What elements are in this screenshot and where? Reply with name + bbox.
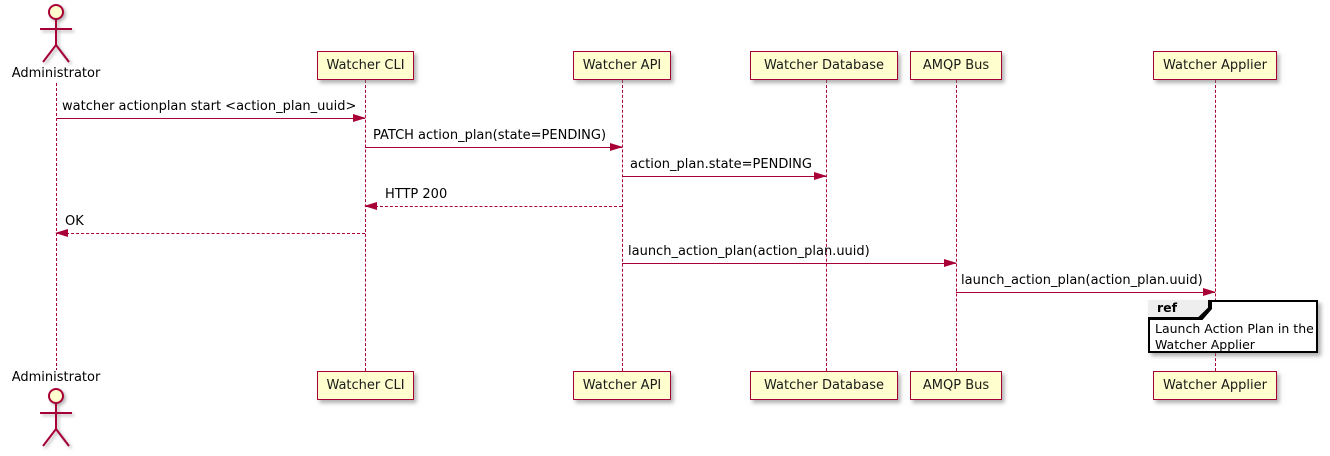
ref-tab: ref [1148,300,1212,320]
message-label: launch_action_plan(action_plan.uuid) [628,244,870,259]
participant-watcher-api-top: Watcher API [573,51,671,80]
message-label: action_plan.state=PENDING [630,157,812,172]
message-line [956,292,1215,293]
message-line [56,233,365,234]
actor-administrator-icon-bottom [40,388,72,447]
message-line [365,147,622,148]
lifeline-watcher-api [622,80,623,371]
participant-watcher-cli-bottom: Watcher CLI [317,371,414,400]
participant-watcher-applier-bottom: Watcher Applier [1153,371,1277,400]
actor-administrator-icon [40,4,72,63]
message-label: PATCH action_plan(state=PENDING) [373,128,607,143]
participant-amqp-bus-top: AMQP Bus [910,51,1002,80]
actor-administrator-label-top: Administrator [0,66,112,81]
lifeline-watcher-applier [1215,80,1216,371]
lifeline-watcher-cli [365,80,366,371]
message-label: watcher actionplan start <action_plan_uu… [62,99,357,114]
message-label: HTTP 200 [385,187,448,202]
arrowhead-icon [944,259,957,267]
participant-watcher-api-bottom: Watcher API [573,371,671,400]
participant-watcher-applier-top: Watcher Applier [1153,51,1277,80]
message-line [622,263,956,264]
arrowhead-icon [814,172,827,180]
participant-amqp-bus-bottom: AMQP Bus [910,371,1002,400]
message-line [622,176,826,177]
arrowhead-icon [1203,288,1216,296]
participant-watcher-database-top: Watcher Database [750,51,898,80]
message-label: OK [65,214,84,229]
lifeline-amqp-bus [956,80,957,371]
ref-text: Launch Action Plan in the Watcher Applie… [1150,321,1316,352]
actor-administrator-label-bottom: Administrator [0,370,112,385]
lifeline-administrator [56,83,57,371]
ref-keyword: ref [1148,300,1208,317]
ref-text-line1: Launch Action Plan in the [1155,321,1314,336]
message-line [56,118,365,119]
arrowhead-icon [353,114,366,122]
message-label: launch_action_plan(action_plan.uuid) [961,273,1203,288]
participant-watcher-database-bottom: Watcher Database [750,371,898,400]
ref-fragment: ref Launch Action Plan in the Watcher Ap… [1148,300,1318,353]
arrowhead-icon [55,229,68,237]
participant-watcher-cli-top: Watcher CLI [317,51,414,80]
ref-text-line2: Watcher Applier [1155,336,1255,352]
arrowhead-icon [610,143,623,151]
lifeline-watcher-database [826,80,827,371]
message-line [365,206,622,207]
arrowhead-icon [364,202,377,210]
